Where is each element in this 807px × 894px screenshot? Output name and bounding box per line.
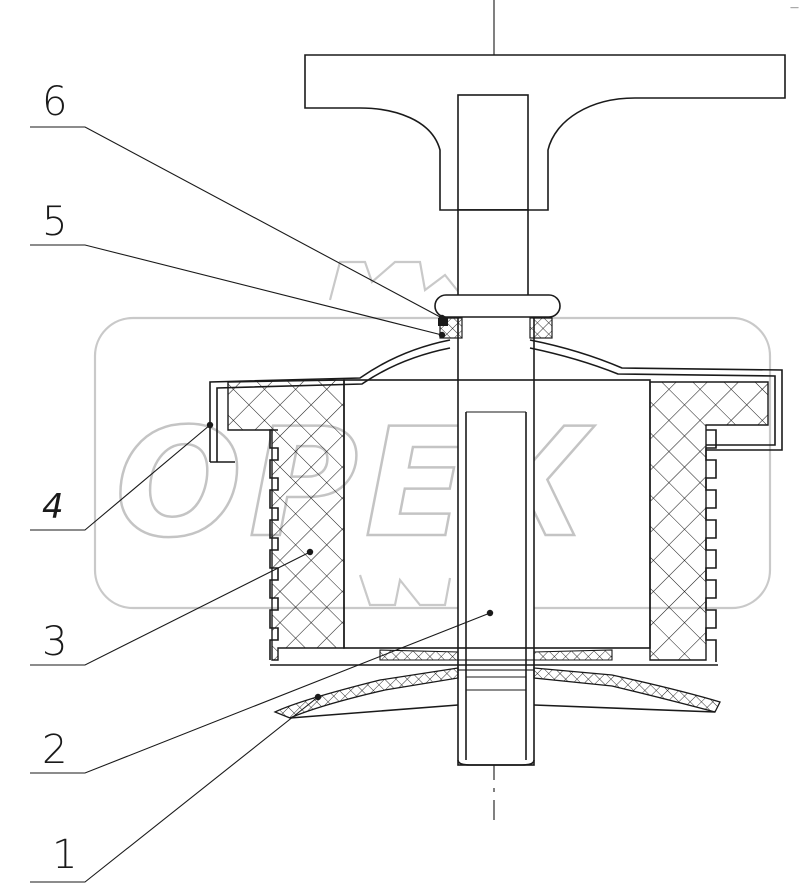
outer-shell	[209, 339, 783, 463]
callout-2: 2	[42, 727, 67, 773]
shaft	[457, 209, 535, 766]
callout-1: 1	[52, 832, 77, 878]
callout-4: 4	[42, 487, 64, 527]
seal-rings	[438, 317, 553, 339]
corner-mark: —	[790, 3, 799, 13]
callout-3: 3	[42, 619, 67, 665]
valve-disk	[273, 649, 721, 719]
callout-6: 6	[42, 79, 67, 125]
left-threads	[269, 429, 279, 660]
right-threads	[705, 429, 717, 662]
callout-5: 5	[42, 199, 67, 245]
inner-body	[227, 379, 769, 661]
leaders	[30, 126, 494, 883]
t-handle	[304, 54, 786, 211]
washer	[434, 294, 561, 318]
